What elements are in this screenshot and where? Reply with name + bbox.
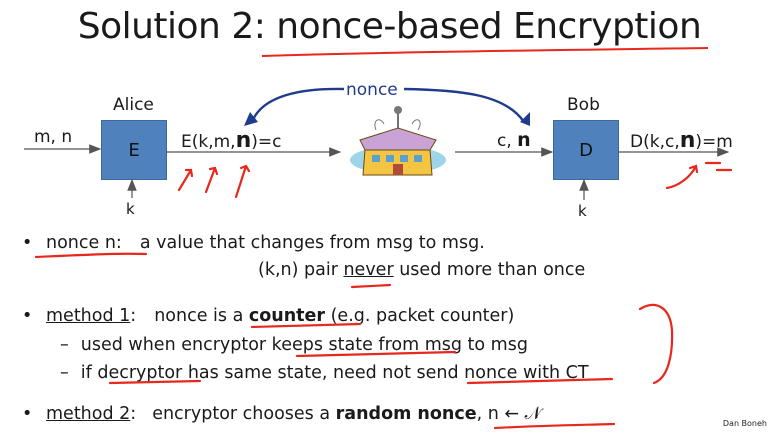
- server-building-icon: [350, 106, 446, 176]
- bullet-method2: • method 2: encryptor chooses a random non…: [22, 404, 541, 424]
- nonce-line2-post: used more than once: [393, 260, 586, 280]
- dec-out-pre: D(k,c,: [630, 132, 680, 152]
- enc-out-nonce: n: [235, 128, 252, 153]
- method1-sub1-text: used when encryptor keeps state from msg…: [80, 335, 528, 355]
- page-title: Solution 2: nonce-based Encryption: [77, 6, 702, 47]
- method2-colon: :: [130, 404, 137, 424]
- nonce-term: nonce n:: [46, 233, 122, 253]
- enc-out-pre: E(k,m,: [181, 132, 236, 152]
- random-nonce-word: random nonce: [335, 404, 477, 424]
- bullet-method1: • method 1: nonce is a counter (e.g. packe…: [22, 306, 514, 326]
- nonce-definition: a value that changes from msg to msg.: [139, 233, 485, 253]
- dec-out-nonce: n: [679, 128, 696, 153]
- bullet-nonce: • nonce n: a value that changes from msg t…: [22, 233, 485, 253]
- bob-input: c, n: [497, 129, 531, 151]
- red-annotations: [34, 161, 733, 430]
- dash: –: [60, 335, 69, 355]
- nonce-arrow-label: nonce: [346, 80, 398, 100]
- key-right: k: [578, 202, 587, 220]
- method1-pre: nonce is a: [154, 306, 249, 326]
- input-label: m, n: [34, 127, 73, 147]
- method2-term: method 2: [46, 404, 131, 424]
- encrypt-box: E: [101, 120, 167, 180]
- key-left: k: [126, 200, 135, 218]
- alice-label: Alice: [113, 95, 154, 115]
- encrypt-output: E(k,m,n)=c: [181, 128, 282, 153]
- method2-pre: encryptor chooses a: [152, 404, 336, 424]
- never-word: never: [343, 260, 394, 280]
- nonce-line2-pre: (k,n) pair: [258, 260, 344, 280]
- method1-term: method 1: [46, 306, 131, 326]
- bob-in-nonce: n: [517, 129, 531, 151]
- method1-colon: :: [130, 306, 137, 326]
- method1-post: (e.g. packet counter): [325, 306, 515, 326]
- decrypt-box: D: [553, 120, 619, 180]
- method2-post: , n ← 𝒩: [476, 404, 542, 424]
- method1-sub2-text: if decryptor has same state, need not se…: [80, 363, 589, 383]
- bullet-dot: •: [22, 404, 33, 424]
- method1-sub1: –used when encryptor keeps state from ms…: [60, 335, 528, 355]
- bullet-dot: •: [22, 306, 33, 326]
- footer-credit: Dan Boneh: [722, 419, 767, 428]
- bob-label: Bob: [567, 95, 600, 115]
- nonce-line2: (k,n) pair never used more than once: [258, 260, 585, 280]
- bullet-dot: •: [22, 233, 33, 253]
- title-underline: [261, 47, 709, 57]
- dec-out-post: )=m: [695, 132, 733, 152]
- counter-word: counter: [248, 306, 326, 326]
- enc-out-post: )=c: [251, 132, 282, 152]
- decrypt-output: D(k,c,n)=m: [630, 128, 733, 153]
- method1-sub2: –if decryptor has same state, need not s…: [60, 363, 589, 383]
- dash: –: [60, 363, 69, 383]
- bob-in-pre: c,: [497, 131, 518, 151]
